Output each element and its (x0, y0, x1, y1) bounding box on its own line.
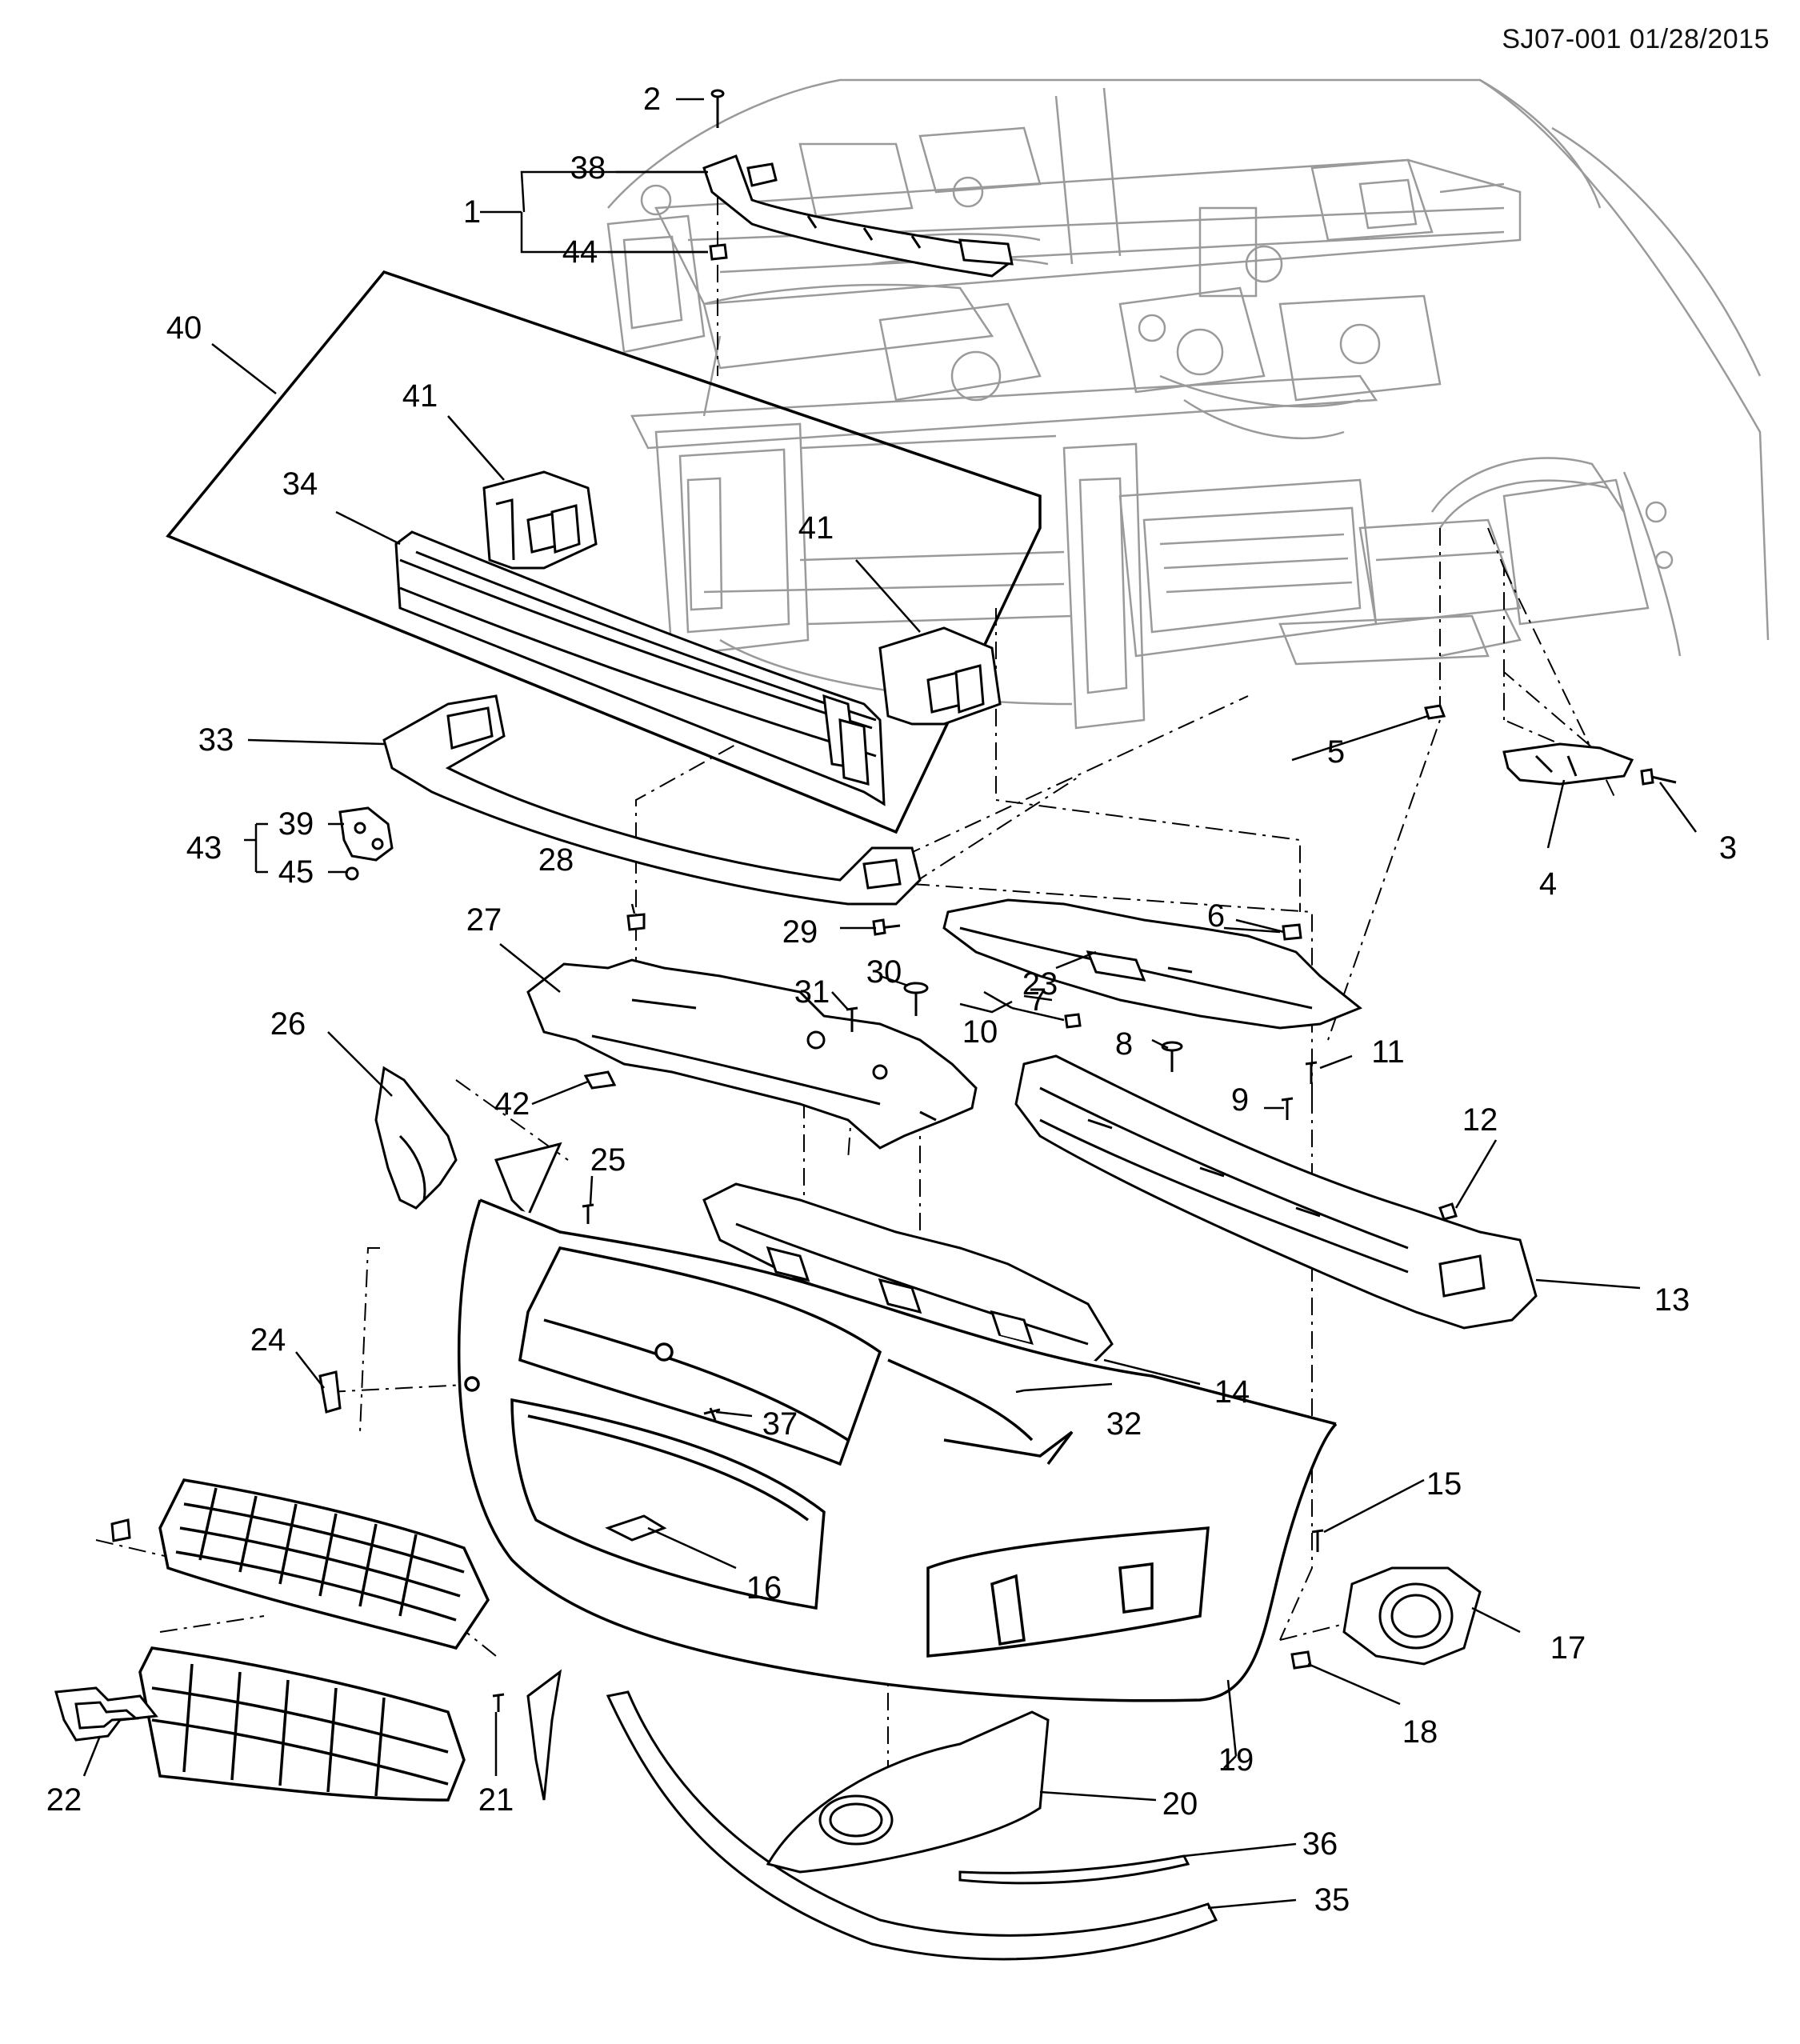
callout-8: 8 (1115, 1026, 1133, 1062)
part-27-air-baffle (526, 958, 978, 1150)
callout-30: 30 (866, 954, 902, 990)
kit-40-outline (166, 270, 1042, 834)
part-16-bracket (605, 1514, 667, 1542)
part-11-screw (1305, 1061, 1318, 1084)
callout-41-left: 41 (402, 378, 438, 414)
callout-14: 14 (1214, 1374, 1250, 1410)
part-39-bracket (338, 806, 394, 862)
callout-37: 37 (762, 1406, 798, 1442)
part-29-bolt (872, 918, 901, 936)
callout-6: 6 (1207, 898, 1225, 934)
part-34-impact-bar (394, 530, 886, 806)
part-6-clip (1282, 923, 1302, 941)
part-21-upper-grille (158, 1478, 490, 1650)
callout-39: 39 (278, 806, 314, 842)
part-23-deflector (942, 898, 1362, 1030)
callout-28: 28 (538, 842, 574, 878)
callout-19: 19 (1218, 1742, 1254, 1778)
part-7-clip (1064, 1013, 1082, 1029)
part-13-lower-absorber (1014, 1054, 1538, 1330)
callout-16: 16 (746, 1570, 782, 1606)
part-26-bracket (374, 1066, 562, 1218)
callout-32: 32 (1106, 1406, 1142, 1442)
callout-5: 5 (1327, 734, 1345, 770)
part-2-bolt (710, 89, 725, 128)
callout-20: 20 (1162, 1786, 1198, 1822)
clip-near-21 (492, 1693, 505, 1712)
vehicle-body-structure (606, 78, 1770, 730)
callout-25: 25 (590, 1142, 626, 1178)
callout-4: 4 (1539, 866, 1557, 902)
callout-17: 17 (1550, 1630, 1586, 1666)
part-30-push-pin (903, 982, 929, 1016)
leader-lines (82, 98, 1698, 1910)
callout-44: 44 (562, 234, 598, 270)
part-15-screw (1311, 1529, 1324, 1552)
callout-3: 3 (1719, 830, 1737, 866)
part-42-clip (583, 1070, 617, 1090)
part-24-clip (318, 1370, 342, 1414)
callout-1: 1 (463, 194, 481, 230)
part-35-lower-spoiler (606, 1690, 1218, 1961)
callout-7: 7 (1029, 982, 1046, 1018)
callout-31: 31 (794, 974, 830, 1010)
part-25-screw (582, 1203, 594, 1224)
part-18-clip (1290, 1650, 1312, 1670)
callout-41-right: 41 (798, 510, 834, 546)
part-19-bumper-fascia (457, 1198, 1338, 1702)
part-38-upper-tie-bar (702, 154, 1014, 278)
callout-2: 2 (643, 82, 661, 117)
callout-21: 21 (478, 1782, 514, 1818)
part-22-lower-grille (138, 1646, 466, 1802)
side-trim-piece (526, 1669, 562, 1801)
callout-22: 22 (46, 1782, 82, 1818)
callout-45: 45 (278, 854, 314, 890)
part-37-screw (703, 1407, 721, 1421)
part-44-nut (709, 243, 728, 261)
part-5-clip (1424, 704, 1446, 720)
part-28-clip (626, 913, 646, 931)
part-36-trim-strip (958, 1854, 1190, 1885)
callout-12: 12 (1462, 1102, 1498, 1138)
part-45-nut (345, 866, 359, 881)
callout-11: 11 (1371, 1034, 1405, 1070)
callout-10: 10 (962, 1014, 998, 1050)
callout-35: 35 (1314, 1882, 1350, 1918)
part-3-screw (1640, 768, 1677, 786)
callout-29: 29 (782, 914, 818, 950)
part-12-clip (1438, 1202, 1458, 1221)
part-17-fog-lamp (1342, 1566, 1482, 1666)
part-41-bracket-right (878, 626, 1002, 726)
clip-near-22 (110, 1518, 131, 1542)
callout-43: 43 (186, 830, 222, 866)
callout-27: 27 (466, 902, 502, 938)
document-id: SJ07-001 01/28/2015 (1502, 24, 1770, 54)
callout-23: 23 (1022, 966, 1058, 1002)
callout-34: 34 (282, 466, 318, 502)
part-33-energy-absorber (382, 694, 922, 906)
callout-13: 13 (1654, 1282, 1690, 1318)
callout-36: 36 (1302, 1826, 1338, 1862)
bowtie-emblem-icon (54, 1686, 158, 1742)
callout-15: 15 (1426, 1466, 1462, 1502)
callout-9: 9 (1231, 1082, 1249, 1118)
callout-labels: 1 2 3 4 5 6 7 8 9 10 11 12 13 14 15 16 1… (46, 82, 1737, 1918)
callout-42: 42 (494, 1086, 530, 1122)
callout-40: 40 (166, 310, 202, 346)
callout-33: 33 (198, 722, 234, 758)
part-41-bracket-left (482, 470, 598, 570)
callout-18: 18 (1402, 1714, 1438, 1750)
callout-38: 38 (570, 150, 606, 186)
part-4-bracket (1502, 742, 1634, 786)
callout-26: 26 (270, 1006, 306, 1042)
callout-24: 24 (250, 1322, 286, 1358)
part-20-fog-bezel (766, 1710, 1050, 1874)
part-9-screw (1281, 1097, 1294, 1120)
